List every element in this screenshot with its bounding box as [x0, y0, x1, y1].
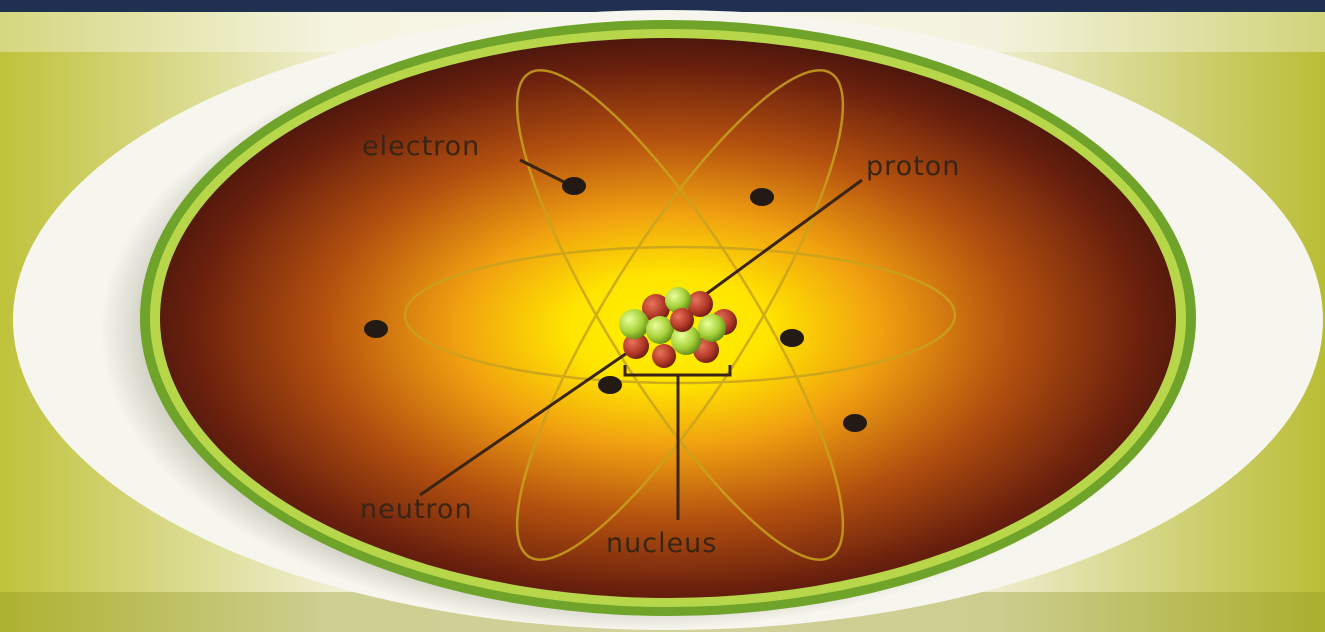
- nucleus-label: nucleus: [606, 528, 717, 559]
- proton-particle: [670, 308, 694, 332]
- neutron-particle: [646, 316, 674, 344]
- electron-label: electron: [362, 131, 480, 162]
- electron-dot: [780, 329, 804, 347]
- glow-disc: [160, 38, 1176, 598]
- proton-particle: [652, 344, 676, 368]
- neutron-particle: [698, 314, 726, 342]
- electron-dot: [750, 188, 774, 206]
- neutron-label: neutron: [360, 494, 473, 525]
- electron-dot: [562, 177, 586, 195]
- electron-dot: [364, 320, 388, 338]
- proton-label: proton: [866, 151, 960, 182]
- electron-dot: [843, 414, 867, 432]
- neutron-particle: [619, 309, 649, 339]
- electron-dot: [598, 376, 622, 394]
